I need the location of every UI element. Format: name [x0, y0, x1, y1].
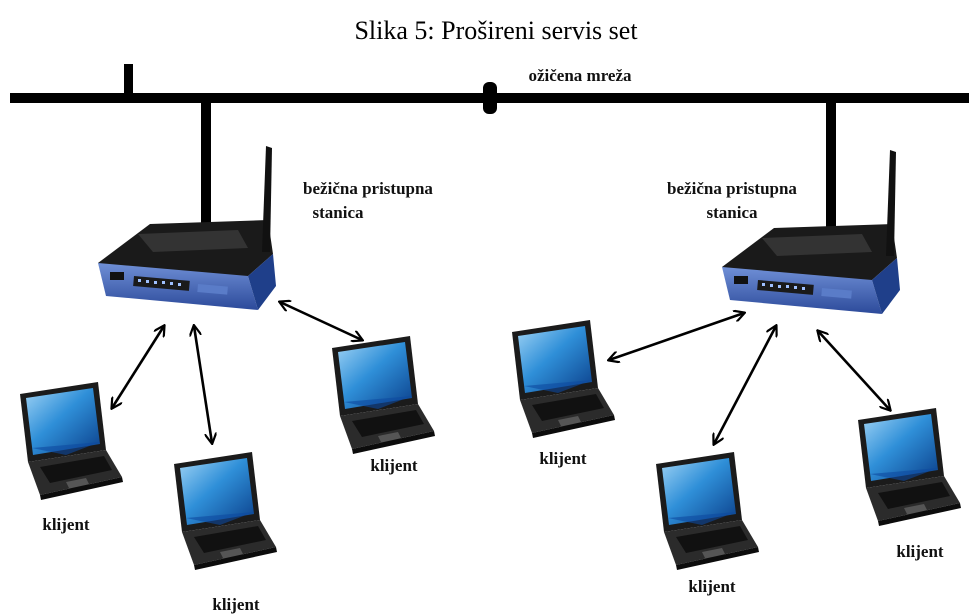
client-label: klijent	[42, 515, 90, 534]
laptop-icon	[512, 320, 615, 438]
wired-network-label: ožičena mreža	[528, 66, 632, 85]
wireless-link-arrow	[280, 302, 362, 340]
client-label: klijent	[896, 542, 944, 561]
wireless-link-arrow	[609, 313, 744, 360]
wireless-link-arrow	[714, 326, 776, 444]
figure-caption: Slika 5: Prošireni servis set	[354, 16, 638, 45]
laptop-icon	[656, 452, 759, 570]
laptop-icon	[20, 382, 123, 500]
laptop-icon	[858, 408, 961, 526]
access-point-label-line2: stanica	[707, 203, 759, 222]
router-icon	[722, 150, 900, 314]
client-label: klijent	[212, 595, 260, 614]
wireless-link-arrow	[818, 331, 890, 410]
bus-joint	[483, 82, 497, 114]
laptop-icon	[174, 452, 277, 570]
ap-left-cable	[201, 100, 211, 230]
wireless-link-arrow	[194, 326, 212, 443]
ap-right-cable	[826, 100, 836, 250]
wireless-link-arrow	[112, 326, 164, 408]
router-icon	[98, 146, 276, 310]
access-point-label-line2: stanica	[313, 203, 365, 222]
client-label: klijent	[688, 577, 736, 596]
access-point-right: bežična pristupna stanica	[667, 150, 900, 314]
clients-left	[20, 336, 435, 570]
clients-right	[512, 320, 961, 570]
wired-network	[10, 64, 969, 250]
bus-stub	[124, 64, 133, 98]
wireless-links	[112, 302, 890, 444]
access-point-label-line1: bežična pristupna	[667, 179, 797, 198]
laptop-icon	[332, 336, 435, 454]
client-label: klijent	[370, 456, 418, 475]
access-point-left: bežična pristupna stanica	[98, 146, 433, 310]
client-label: klijent	[539, 449, 587, 468]
access-point-label-line1: bežična pristupna	[303, 179, 433, 198]
